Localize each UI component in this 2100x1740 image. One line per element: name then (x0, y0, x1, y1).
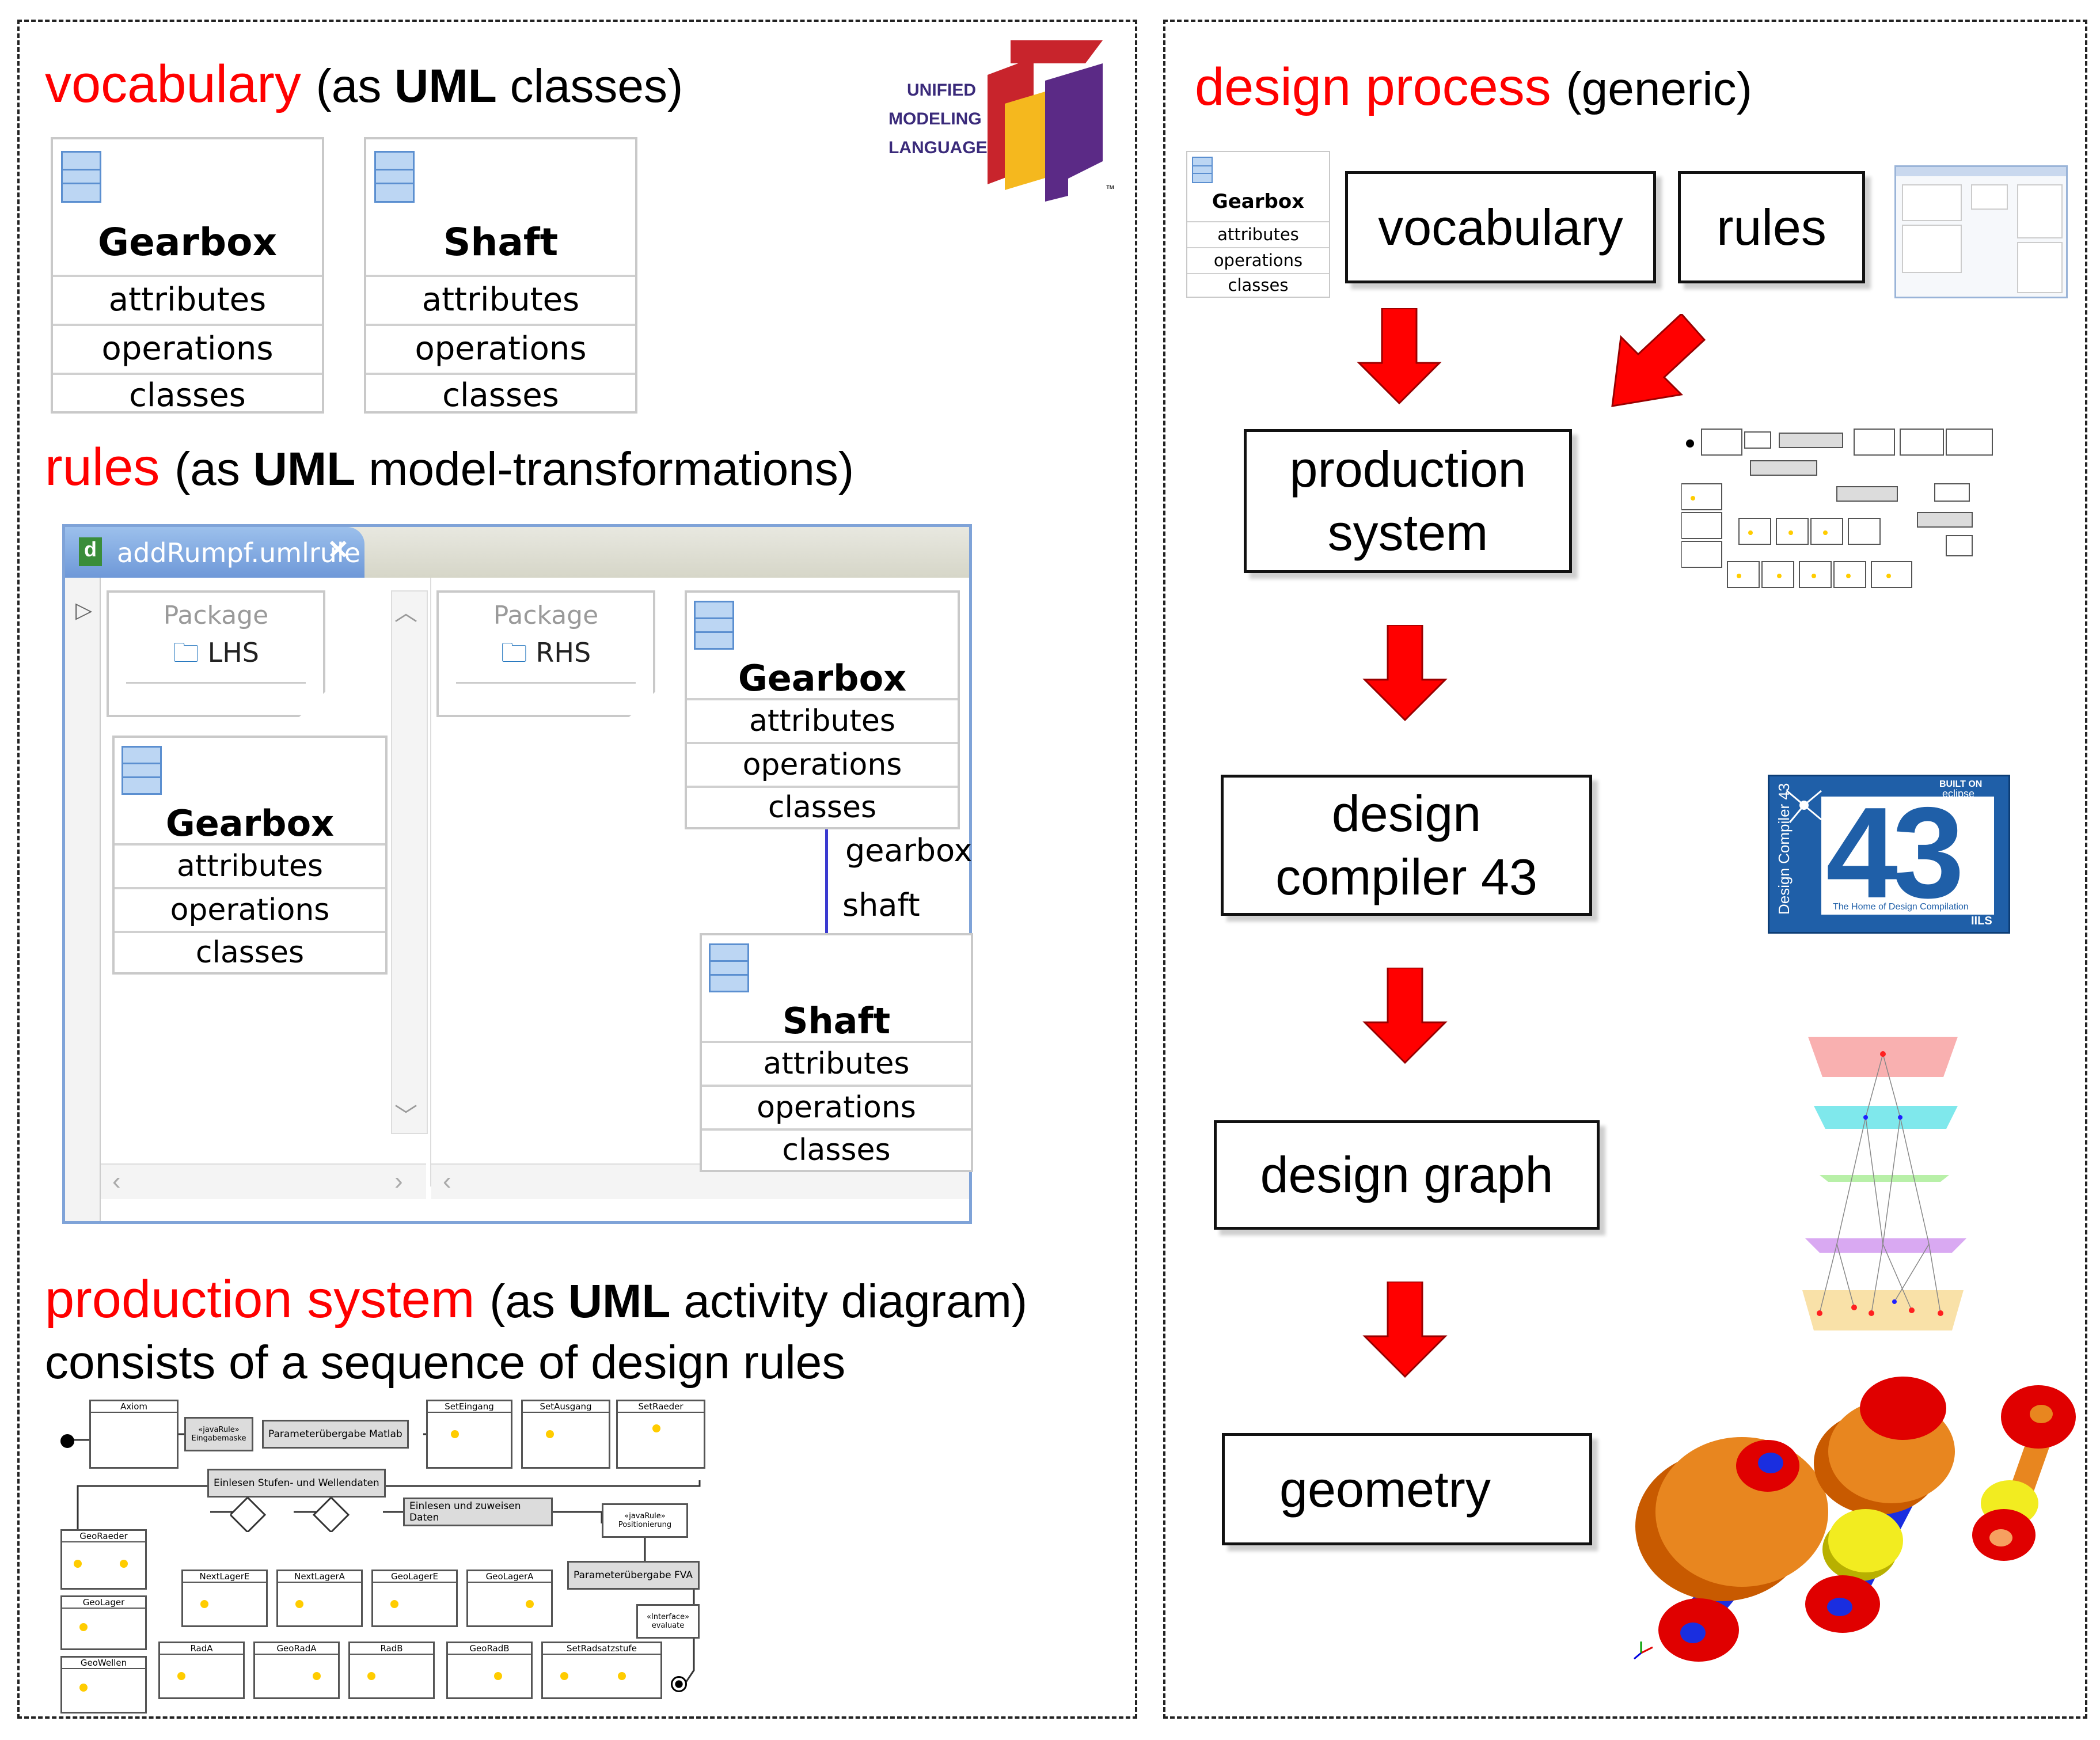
activity-node-georadb[interactable]: GeoRadB (446, 1642, 533, 1699)
action-java-positionierung[interactable]: «javaRule»Positionierung (602, 1503, 688, 1538)
action-einlesen-zuweisen[interactable]: Einlesen und zuweisen Daten (403, 1498, 553, 1526)
scroll-left-icon[interactable]: ‹ (112, 1167, 121, 1195)
activity-node-nextlagera[interactable]: NextLagerA (276, 1570, 363, 1627)
class-icon (374, 151, 415, 203)
activity-node-geolager[interactable]: GeoLager (60, 1595, 147, 1650)
role-shaft: shaft (842, 887, 920, 923)
class-icon (694, 601, 734, 650)
right-panel (1163, 20, 2087, 1719)
rules-thumbnail (1894, 165, 2068, 298)
final-node (671, 1676, 687, 1692)
arrow-compiler-to-graph (1362, 968, 1448, 1064)
decision-nodes (230, 1498, 350, 1532)
lhs-class-gearbox[interactable]: Gearbox attributes operations classes (112, 736, 388, 975)
activity-node-seteingang[interactable]: SetEingang (426, 1400, 512, 1469)
rhs-class-gearbox[interactable]: Gearbox attributes operations classes (685, 590, 960, 829)
class-icon (709, 943, 749, 992)
association-line[interactable] (825, 829, 828, 936)
design-graph-visualization (1802, 1037, 1966, 1330)
activity-node-geowellen[interactable]: GeoWellen (60, 1656, 147, 1714)
network-icon (1786, 790, 1822, 823)
class-icon (61, 151, 101, 203)
box-design-graph: design graph (1214, 1120, 1600, 1230)
production-thumbnail-graphic (1681, 429, 1993, 588)
initial-node (60, 1434, 74, 1448)
scroll-down-icon[interactable]: ﹀ (394, 1104, 417, 1129)
rule-editor: d addRumpf.umlrule ✕ ▷ Package 🗀 LHS Gea… (62, 524, 973, 1224)
arrow-production-to-compiler (1362, 625, 1448, 722)
activity-node-setausgang[interactable]: SetAusgang (521, 1400, 610, 1469)
class-gearbox[interactable]: Gearbox attributes operations classes (51, 137, 324, 414)
activity-node-rada[interactable]: RadA (158, 1642, 245, 1699)
action-parameter-matlab[interactable]: Parameterübergabe Matlab (262, 1420, 409, 1449)
activity-node-geolagere[interactable]: GeoLagerE (371, 1570, 458, 1627)
arrow-rules-to-production (1611, 314, 1706, 407)
folder-icon: 🗀 (172, 637, 199, 668)
production-heading: production system (as UML activity diagr… (45, 1270, 1028, 1329)
rhs-class-shaft[interactable]: Shaft attributes operations classes (700, 933, 973, 1172)
activity-node-geolagera[interactable]: GeoLagerA (466, 1570, 553, 1627)
design-compiler-43-logo: 43 Design Compiler 43 BUILT ON eclipse T… (1768, 775, 2010, 934)
production-system-thumbnail (1681, 426, 2027, 596)
close-icon[interactable]: ✕ (327, 534, 350, 564)
box-rules: rules (1678, 171, 1865, 283)
activity-node-georada[interactable]: GeoRadA (253, 1642, 340, 1699)
arrow-graph-to-geometry (1362, 1282, 1448, 1378)
activity-node-setraeder[interactable]: SetRaeder (616, 1400, 705, 1469)
expand-arrow-icon[interactable]: ▷ (75, 598, 93, 623)
uml-letters-graphic (988, 40, 1103, 202)
class-icon (121, 746, 162, 795)
class-icon (1192, 157, 1213, 183)
box-vocabulary: vocabulary (1345, 171, 1656, 283)
activity-node-radb[interactable]: RadB (348, 1642, 435, 1699)
scroll-up-icon[interactable]: ︿ (394, 600, 417, 626)
uml-logo: UNIFIED MODELING LANGUAGE ™ (884, 40, 1115, 202)
package-rhs[interactable]: Package 🗀 RHS (436, 590, 655, 717)
left-panel (17, 20, 1137, 1719)
mini-class-gearbox: Gearbox attributes operations classes (1186, 151, 1330, 298)
box-production-system: production system (1244, 429, 1572, 573)
activity-node-nextlagere[interactable]: NextLagerE (181, 1570, 268, 1627)
scroll-right-icon[interactable]: › (394, 1167, 403, 1195)
action-einlesen-stufen[interactable]: Einlesen Stufen- und Wellendaten (207, 1469, 386, 1498)
action-interface-evaluate[interactable]: «Interface»evaluate (636, 1604, 700, 1639)
design-process-heading: design process (generic) (1195, 58, 1752, 116)
action-java-eingabemaske[interactable]: «javaRule»Eingabemaske (184, 1417, 253, 1451)
class-shaft[interactable]: Shaft attributes operations classes (364, 137, 637, 414)
package-lhs[interactable]: Package 🗀 LHS (107, 590, 325, 717)
scroll-left-icon[interactable]: ‹ (443, 1167, 451, 1195)
box-geometry: geometry (1222, 1433, 1592, 1545)
activity-node-axiom[interactable]: Axiom (89, 1400, 179, 1469)
editor-tab[interactable]: d addRumpf.umlrule ✕ (65, 527, 364, 578)
gearbox-geometry-render (1634, 1377, 2076, 1662)
box-design-compiler: design compiler 43 (1221, 775, 1592, 916)
role-gearbox: gearbox (845, 832, 973, 869)
activity-diagram: Axiom «javaRule»Eingabemaske Parameterüb… (55, 1400, 723, 1714)
lhs-scrollbar[interactable]: ︿ ﹀ (391, 590, 428, 1134)
activity-node-setradsatzstufe[interactable]: SetRadsatzstufe (541, 1642, 662, 1699)
arrow-vocab-to-production (1357, 308, 1442, 405)
action-parameter-fva[interactable]: Parameterübergabe FVA (567, 1561, 700, 1590)
lhs-hscrollbar[interactable]: ‹ › (101, 1163, 426, 1199)
file-icon: d (79, 537, 102, 566)
rules-heading: rules (as UML model-transformations) (45, 438, 855, 496)
production-subline: consists of a sequence of design rules (45, 1336, 846, 1389)
activity-node-georaeder[interactable]: GeoRaeder (60, 1529, 147, 1590)
vocabulary-heading: vocabulary (as UML classes) (45, 55, 683, 113)
folder-icon: 🗀 (500, 637, 527, 668)
